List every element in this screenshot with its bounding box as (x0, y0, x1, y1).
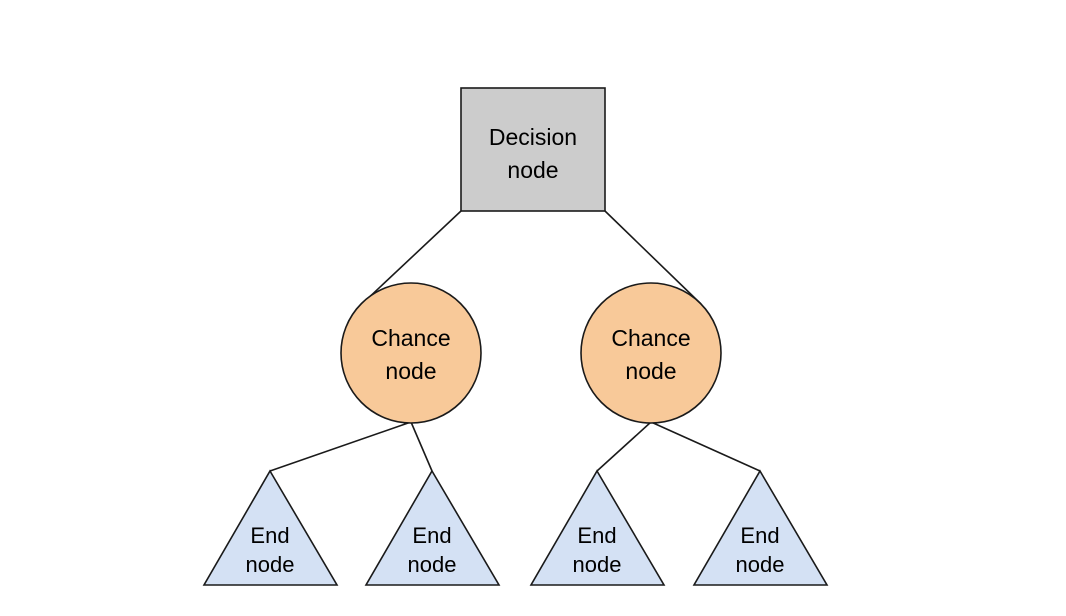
end-node-2-label-line1: End (412, 523, 451, 548)
chance-node-right-label-line2: node (625, 358, 676, 384)
end-node-4-label-line2: node (736, 552, 785, 577)
chance-node-right-label-line1: Chance (611, 325, 690, 351)
end-node-2-triangle[interactable] (364, 469, 501, 586)
decision-node-rect[interactable] (460, 87, 606, 212)
end-node-2[interactable]: End node (364, 469, 501, 586)
edge-chance-right-to-end-node-3 (596, 421, 652, 472)
edge-chance-left-to-end-node-1 (269, 421, 412, 472)
end-node-3-label-line1: End (577, 523, 616, 548)
chance-node-right[interactable]: Chance node (580, 282, 722, 424)
end-node-1-label-line1: End (250, 523, 289, 548)
decision-node-label-line1: Decision (489, 124, 577, 150)
chance-node-left-circle[interactable] (340, 282, 482, 424)
end-node-4-label-line1: End (740, 523, 779, 548)
end-node-3-triangle[interactable] (529, 469, 666, 586)
edge-chance-left-to-end-node-2 (410, 421, 433, 472)
end-node-2-label-line2: node (408, 552, 457, 577)
edge-group (269, 210, 761, 472)
decision-node-label-line2: node (507, 157, 558, 183)
end-node-4[interactable]: End node (692, 469, 829, 586)
chance-node-right-circle[interactable] (580, 282, 722, 424)
chance-node-left-label-line1: Chance (371, 325, 450, 351)
end-node-1-label-line2: node (246, 552, 295, 577)
end-node-1[interactable]: End node (202, 469, 339, 586)
edge-decision-to-chance-right (604, 210, 702, 305)
decision-node[interactable]: Decision node (460, 87, 606, 212)
edge-chance-right-to-end-node-4 (650, 421, 761, 472)
end-node-3-label-line2: node (573, 552, 622, 577)
end-node-1-triangle[interactable] (202, 469, 339, 586)
chance-node-left[interactable]: Chance node (340, 282, 482, 424)
chance-node-left-label-line2: node (385, 358, 436, 384)
end-node-4-triangle[interactable] (692, 469, 829, 586)
end-node-3[interactable]: End node (529, 469, 666, 586)
edge-decision-to-chance-left (361, 210, 462, 305)
